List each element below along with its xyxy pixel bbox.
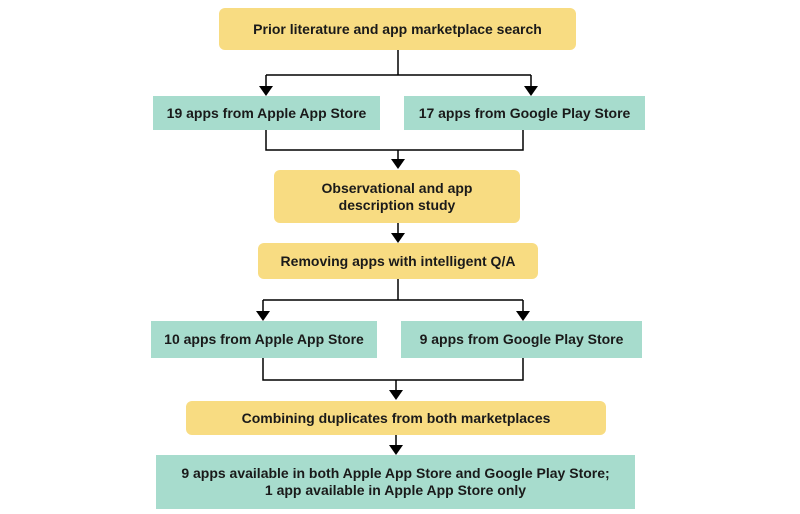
- connector-split-1: [265, 50, 532, 86]
- result-line-1: 9 apps available in both Apple App Store…: [181, 465, 610, 481]
- connector-merge-1: [265, 130, 524, 160]
- apple-store-count-filtered-label: 10 apps from Apple App Store: [164, 331, 364, 347]
- arrow-head: [524, 86, 538, 96]
- result-final-count: 9 apps available in both Apple App Store…: [156, 455, 635, 509]
- apple-store-count-initial: 19 apps from Apple App Store: [153, 96, 380, 130]
- google-play-count-initial-label: 17 apps from Google Play Store: [418, 104, 631, 121]
- apple-store-count-initial-label: 19 apps from Apple App Store: [166, 104, 367, 121]
- result-line-2: 1 app available in Apple App Store only: [264, 482, 527, 498]
- arrow-head: [259, 86, 273, 96]
- google-play-count-filtered-label: 9 apps from Google Play Store: [419, 331, 624, 347]
- step-remove-intelligent-qa: Removing apps with intelligent Q/A: [258, 243, 538, 279]
- arrow-head: [389, 390, 403, 400]
- step-literature-search-label: Prior literature and app marketplace sea…: [253, 20, 542, 37]
- step-combine-duplicates-label: Combining duplicates from both marketpla…: [241, 409, 551, 426]
- arrow-head: [391, 233, 405, 243]
- step-observational-study-line-1: Observational and app: [321, 179, 473, 196]
- google-play-count-initial: 17 apps from Google Play Store: [404, 96, 645, 130]
- step-literature-search: Prior literature and app marketplace sea…: [219, 8, 576, 50]
- apple-store-count-filtered: 10 apps from Apple App Store: [151, 321, 377, 358]
- arrow-head: [389, 445, 403, 455]
- step-combine-duplicates: Combining duplicates from both marketpla…: [186, 401, 606, 435]
- step-observational-study-line-2: description study: [338, 196, 456, 213]
- step-remove-intelligent-qa-label: Removing apps with intelligent Q/A: [280, 252, 516, 269]
- google-play-count-filtered: 9 apps from Google Play Store: [401, 321, 642, 358]
- connector-split-2: [262, 279, 524, 311]
- arrow-head: [391, 159, 405, 169]
- step-observational-study-label: Observational and app description study: [322, 180, 473, 214]
- step-observational-study: Observational and app description study: [274, 170, 520, 223]
- arrow-head: [516, 311, 530, 321]
- result-final-count-label: 9 apps available in both Apple App Store…: [181, 465, 609, 499]
- arrow-head: [256, 311, 270, 321]
- connector-merge-2: [262, 358, 524, 390]
